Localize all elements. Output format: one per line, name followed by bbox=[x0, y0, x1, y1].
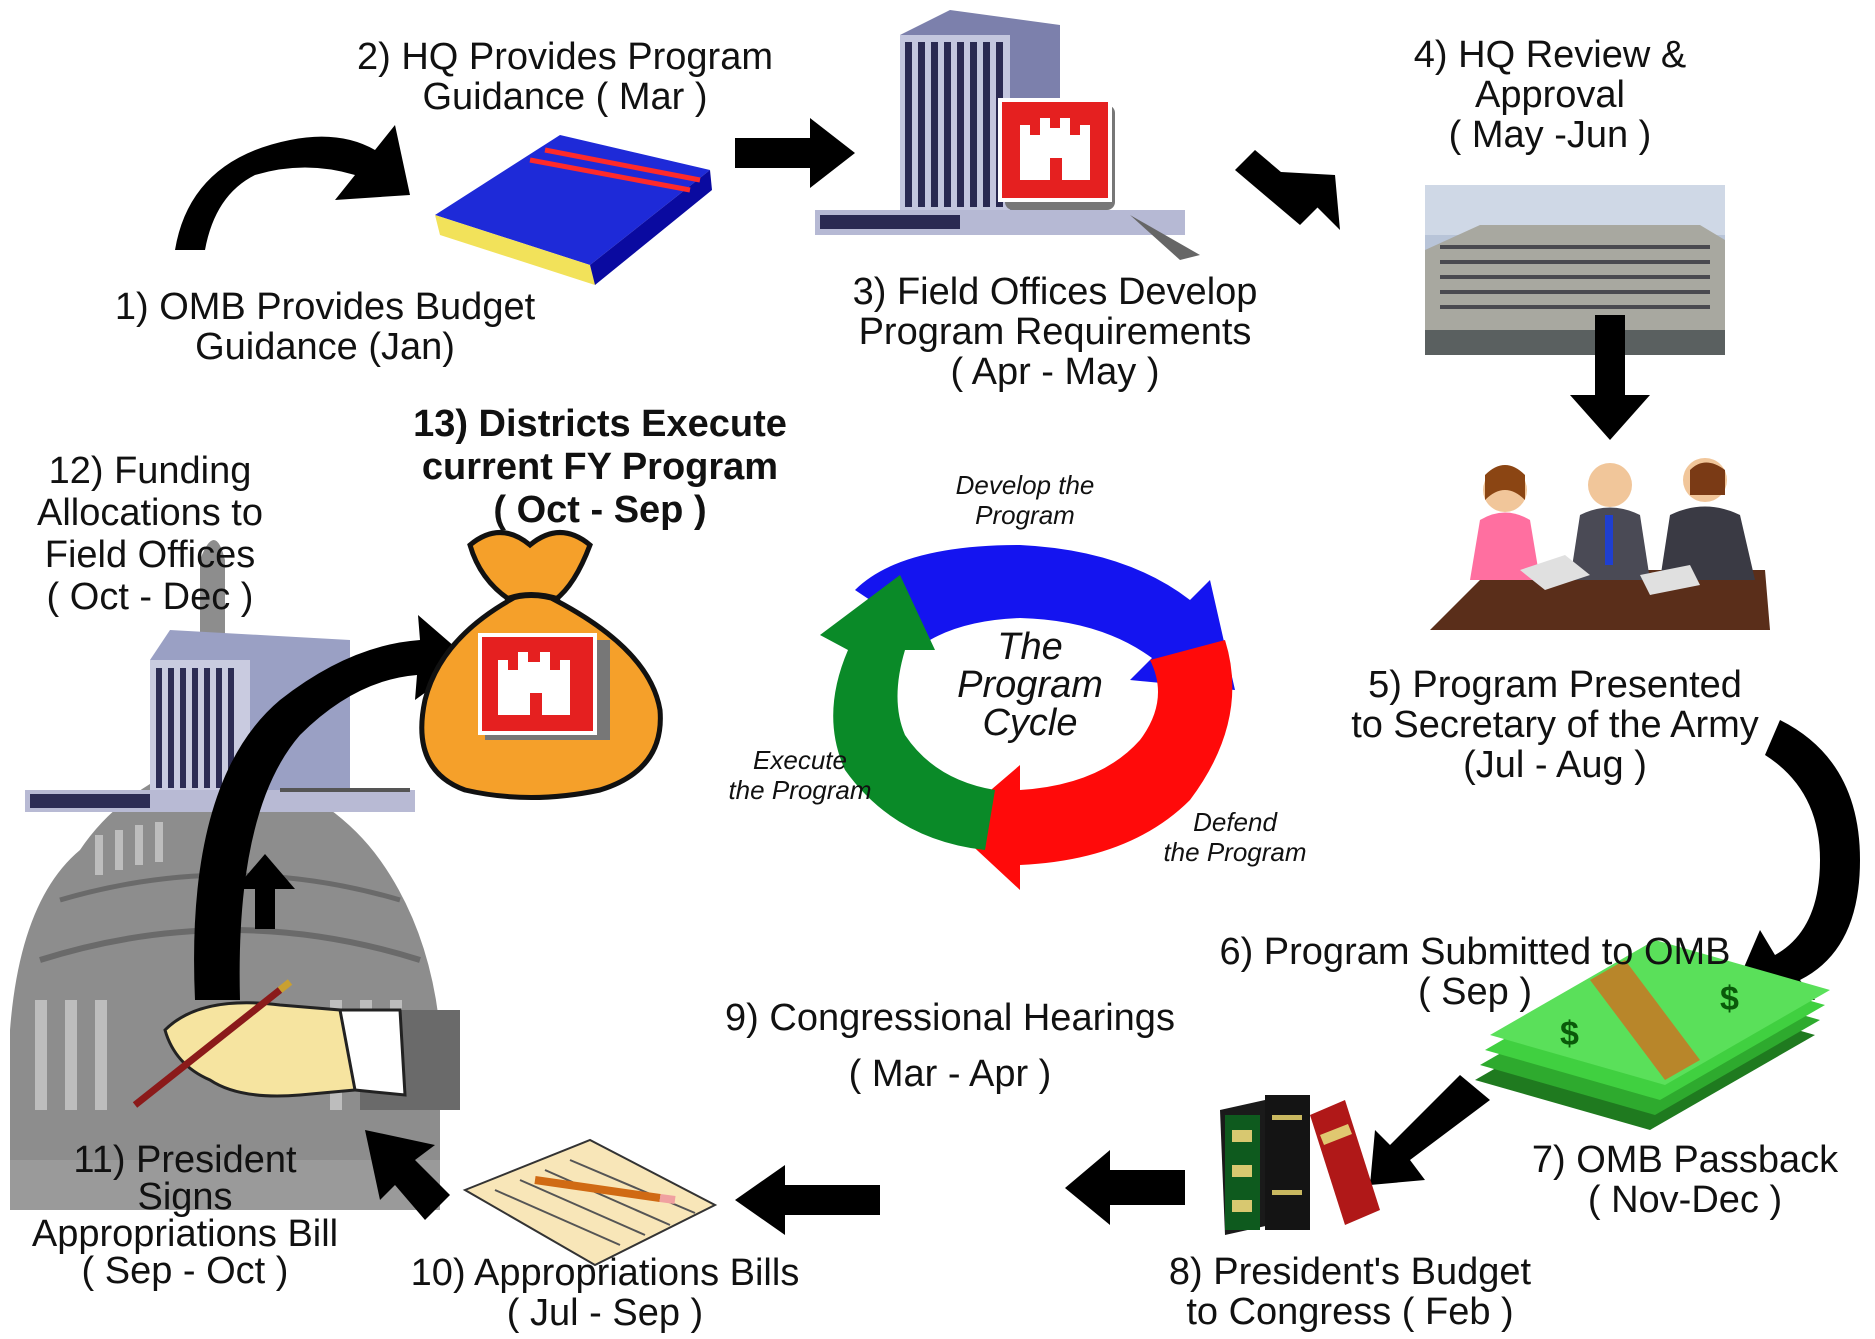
cycle-title-line-3: Cycle bbox=[982, 702, 1078, 744]
step-10-line-1: 10) Appropriations Bills bbox=[410, 1252, 800, 1294]
execute-label: Execute the Program bbox=[715, 745, 885, 805]
arrow-8-to-9 bbox=[1065, 1150, 1185, 1225]
step-4-label: 4) HQ Review & Approval ( May -Jun ) bbox=[1400, 35, 1700, 155]
money-bag-icon bbox=[419, 530, 663, 800]
meeting-people-icon bbox=[1430, 458, 1770, 630]
step-12-line-2: Allocations to bbox=[36, 492, 263, 534]
cycle-title-line-1: The bbox=[997, 626, 1063, 668]
step-4-line-2: Approval bbox=[1475, 74, 1625, 116]
execute-line-1: Execute bbox=[753, 745, 847, 775]
develop-line-1: Develop the bbox=[955, 470, 1095, 500]
step-6-label: 6) Program Submitted to OMB ( Sep ) bbox=[1185, 932, 1765, 1012]
svg-text:$: $ bbox=[1720, 980, 1739, 1018]
step-11-label: 11) President Signs Appropriations Bill … bbox=[10, 1139, 360, 1292]
step-3-label: 3) Field Offices Develop Program Require… bbox=[820, 272, 1290, 392]
arrow-4-to-5 bbox=[1570, 315, 1650, 440]
step-9-label: 9) Congressional Hearings ( Mar - Apr ) bbox=[700, 990, 1200, 1102]
step-11-line-4: ( Sep - Oct ) bbox=[81, 1250, 289, 1292]
step-2-label: 2) HQ Provides Program Guidance ( Mar ) bbox=[330, 37, 800, 117]
step-3-line-1: 3) Field Offices Develop bbox=[852, 271, 1258, 313]
book-icon bbox=[435, 135, 712, 285]
step-13-line-1: 13) Districts Execute bbox=[413, 403, 787, 445]
books-icon bbox=[1220, 1095, 1380, 1235]
castle-logo-icon bbox=[998, 98, 1115, 210]
program-cycle-diagram bbox=[820, 545, 1235, 890]
step-13-line-3: ( Oct - Sep ) bbox=[493, 489, 707, 531]
defend-arc bbox=[950, 640, 1233, 890]
hq-building-photo-icon bbox=[1425, 185, 1725, 355]
defend-line-1: Defend bbox=[1193, 807, 1277, 837]
cycle-center-title: The Program Cycle bbox=[950, 628, 1110, 742]
step-13-label: 13) Districts Execute current FY Program… bbox=[390, 403, 810, 532]
execute-line-2: the Program bbox=[728, 775, 872, 805]
money-stack-icon: $ $ bbox=[1475, 940, 1830, 1130]
step-9-line-1: 9) Congressional Hearings bbox=[725, 997, 1175, 1039]
arrow-7-to-8 bbox=[1370, 1075, 1490, 1185]
arrow-5-to-6 bbox=[1730, 720, 1860, 1000]
step-6-line-1: 6) Program Submitted to OMB bbox=[1219, 931, 1731, 973]
svg-text:$: $ bbox=[1560, 1015, 1579, 1053]
step-10-line-2: ( Jul - Sep ) bbox=[506, 1292, 704, 1334]
step-2-line-2: Guidance ( Mar ) bbox=[422, 76, 708, 118]
step-12-line-1: 12) Funding bbox=[48, 450, 252, 492]
notepad-pencil-icon bbox=[462, 1138, 718, 1267]
develop-label: Develop the Program bbox=[935, 470, 1115, 530]
step-7-line-2: ( Nov-Dec ) bbox=[1587, 1179, 1783, 1221]
execute-arc bbox=[820, 575, 995, 850]
arrow-12-to-13 bbox=[194, 615, 471, 1000]
step-9-line-2: ( Mar - Apr ) bbox=[848, 1053, 1052, 1095]
defend-line-2: the Program bbox=[1163, 837, 1307, 867]
step-12-label: 12) Funding Allocations to Field Offices… bbox=[30, 450, 270, 618]
step-2-line-1: 2) HQ Provides Program bbox=[356, 36, 773, 78]
step-1-line-2: Guidance (Jan) bbox=[195, 326, 455, 368]
step-11-line-3: Appropriations Bill bbox=[31, 1213, 339, 1255]
arrow-10-to-11 bbox=[365, 1130, 450, 1220]
defend-label: Defend the Program bbox=[1150, 807, 1320, 867]
step-3-line-2: Program Requirements bbox=[858, 311, 1252, 353]
step-11-line-1: 11) President bbox=[73, 1139, 297, 1181]
step-7-line-1: 7) OMB Passback bbox=[1531, 1139, 1839, 1181]
step-7-label: 7) OMB Passback ( Nov-Dec ) bbox=[1505, 1140, 1865, 1220]
step-5-line-2: to Secretary of the Army bbox=[1351, 704, 1759, 746]
step-4-line-3: ( May -Jun ) bbox=[1448, 114, 1652, 156]
step-5-line-3: (Jul - Aug ) bbox=[1463, 744, 1647, 786]
step-8-line-1: 8) President's Budget bbox=[1168, 1251, 1532, 1293]
step-6-line-2: ( Sep ) bbox=[1417, 971, 1533, 1013]
step-10-label: 10) Appropriations Bills ( Jul - Sep ) bbox=[385, 1253, 825, 1333]
step-3-line-3: ( Apr - May ) bbox=[950, 351, 1160, 393]
step-12-line-3: Field Offices bbox=[44, 534, 256, 576]
step-5-line-1: 5) Program Presented bbox=[1368, 664, 1742, 706]
step-1-line-1: 1) OMB Provides Budget bbox=[114, 286, 536, 328]
arrow-2-to-3 bbox=[735, 118, 855, 188]
step-11-line-2: Signs bbox=[137, 1176, 233, 1218]
step-8-line-2: to Congress ( Feb ) bbox=[1186, 1291, 1514, 1333]
hand-signing-icon bbox=[132, 979, 460, 1110]
develop-line-2: Program bbox=[975, 500, 1075, 530]
arrow-3-to-4 bbox=[1235, 150, 1340, 230]
step-4-line-1: 4) HQ Review & bbox=[1413, 34, 1687, 76]
cycle-title-line-2: Program bbox=[957, 664, 1103, 706]
step-12-line-4: ( Oct - Dec ) bbox=[46, 576, 254, 618]
arrow-1-to-2 bbox=[175, 125, 410, 250]
step-8-label: 8) President's Budget to Congress ( Feb … bbox=[1130, 1252, 1570, 1332]
step-5-label: 5) Program Presented to Secretary of the… bbox=[1325, 665, 1785, 785]
step-1-label: 1) OMB Provides Budget Guidance (Jan) bbox=[90, 287, 560, 367]
step-13-line-2: current FY Program bbox=[421, 446, 779, 488]
develop-arc bbox=[855, 545, 1235, 690]
arrow-9-to-10 bbox=[735, 1165, 880, 1235]
arrow-11-to-12 bbox=[235, 854, 295, 929]
